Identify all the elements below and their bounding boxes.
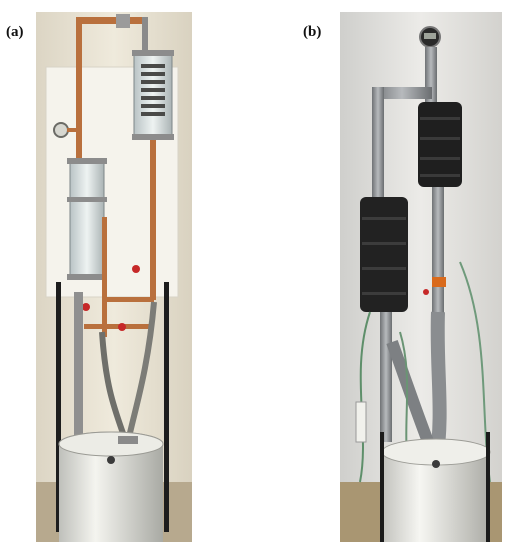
pressure-gauge <box>53 122 69 138</box>
copper-pipe <box>76 20 82 170</box>
valve-handle <box>432 277 446 287</box>
panel-label-a: (a) <box>6 24 24 40</box>
lower-insulation-jacket <box>360 197 408 312</box>
photo-panel-a <box>36 12 192 542</box>
panel-label-b: (b) <box>303 24 322 40</box>
photo-panel-b <box>340 12 502 542</box>
valve-handle <box>132 265 140 273</box>
power-strip <box>355 401 367 443</box>
upper-insulation-jacket <box>418 102 462 187</box>
lower-glass-column <box>69 161 105 278</box>
